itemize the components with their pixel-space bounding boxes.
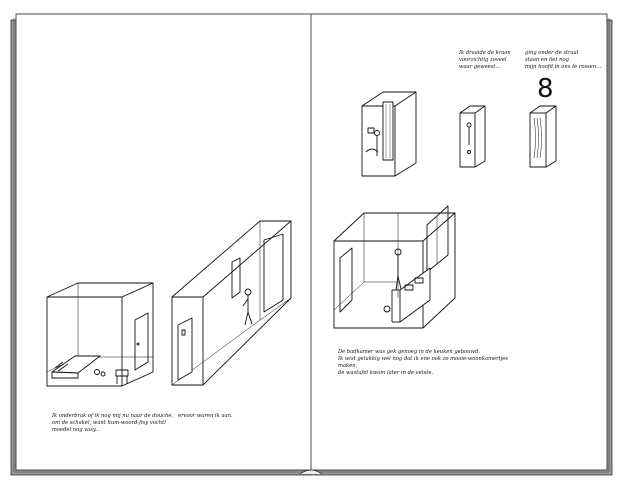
- figure-eight-glyph: 8: [537, 74, 554, 104]
- bedroom-illustration: [46, 282, 154, 387]
- window-icon: [426, 205, 449, 273]
- right-page: [310, 13, 608, 471]
- caption-bedroom: Ik onderbrak of ik nog mij nu naar de do…: [52, 413, 174, 433]
- person-cooking-icon: [394, 248, 402, 291]
- shower-illustration-medium: [459, 105, 486, 168]
- shower-illustration-large: [361, 91, 417, 177]
- caption-kitchen: De badkamer was gek genoeg in de keuken …: [338, 349, 508, 376]
- spine-bottom: [299, 469, 323, 475]
- shower-illustration-small: [529, 105, 557, 168]
- kitchen-counter-icon: [399, 267, 431, 323]
- caption-shower-start: Ik draaide de kraan voorzichtig zoveel w…: [459, 50, 511, 70]
- person-walking-icon: [242, 288, 253, 326]
- caption-corridor: ervoor waren ik aan.: [178, 413, 233, 419]
- kitchen-illustration: [333, 205, 456, 329]
- left-page: [15, 13, 312, 471]
- person-icon: [374, 130, 380, 136]
- chair-icon: [115, 369, 129, 377]
- corridor-illustration: [171, 220, 292, 386]
- door-icon: [177, 317, 193, 381]
- caption-shower-steam: ging onder de straal staan en liet nog m…: [525, 50, 602, 70]
